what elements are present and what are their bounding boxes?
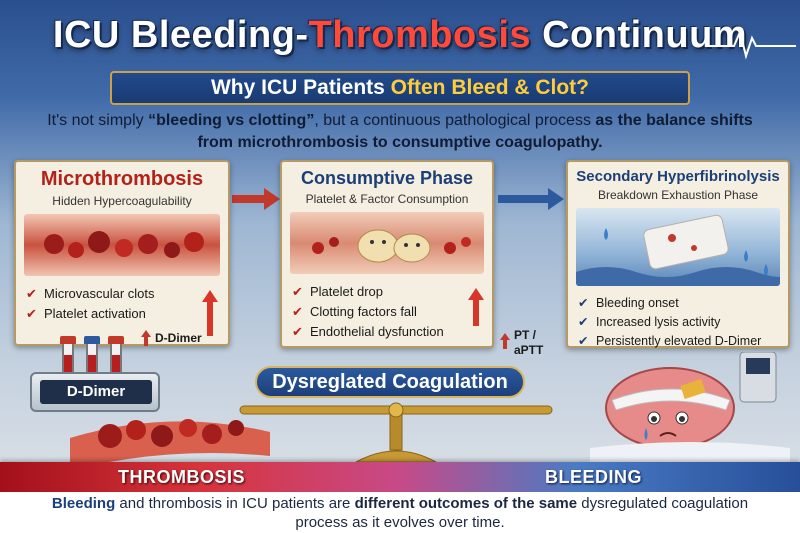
- check-icon: ✔: [578, 315, 589, 329]
- list-item: ✔Increased lysis activity: [578, 313, 788, 332]
- list-item: ✔Clotting factors fall: [292, 302, 492, 322]
- footer-f3: different outcomes of the same: [354, 495, 578, 512]
- footer-f5: process as it evolves over time.: [295, 514, 505, 531]
- d-dimer-marker: D-Dimer: [155, 331, 202, 345]
- pt-aptt-marker: PT / aPTT: [514, 328, 544, 357]
- intro-t4: as the balance shifts: [595, 112, 753, 129]
- panel-title: Consumptive Phase: [300, 168, 474, 188]
- list-item: ✔Platelet drop: [292, 282, 492, 302]
- intro-t5: from microthrombosis to consumptive coag…: [197, 134, 603, 151]
- brain-patient-icon: [590, 352, 790, 462]
- check-icon: ✔: [292, 284, 303, 299]
- list-item: ✔Bleeding onset: [578, 294, 788, 313]
- panel-subtitle: Platelet & Factor Consumption: [305, 192, 469, 206]
- panel-subtitle: Breakdown Exhaustion Phase: [597, 188, 759, 202]
- title-part1: ICU Bleeding-: [52, 14, 309, 56]
- footer-text: Bleeding and thrombosis in ICU patients …: [0, 492, 800, 533]
- banner-part1: Why ICU Patients: [210, 76, 391, 99]
- panel-microthrombosis: Microthrombosis Hidden Hypercoagulabilit…: [14, 160, 230, 346]
- check-icon: ✔: [578, 334, 589, 348]
- bleeding-label: BLEEDING: [545, 467, 643, 487]
- d-dimer-analyzer: D-Dimer: [30, 372, 160, 412]
- arrow-up-icon: [500, 333, 510, 349]
- list-item: ✔Endothelial dysfunction: [292, 322, 492, 342]
- check-icon: ✔: [578, 296, 589, 310]
- arrow-up-icon: [468, 288, 484, 326]
- continuum-bar: [0, 462, 800, 492]
- vessel-clot-illustration: [24, 214, 220, 276]
- footer-f4: dysregulated coagulation: [577, 495, 749, 512]
- balance-scale-icon: [239, 402, 553, 463]
- panel-bullets: ✔Platelet drop ✔Clotting factors fall ✔E…: [292, 282, 492, 342]
- footer-f2: and thrombosis in ICU patients are: [115, 495, 355, 512]
- panel-title: Secondary Hyperfibrinolysis: [576, 168, 780, 185]
- check-icon: ✔: [26, 306, 37, 321]
- list-item: ✔Microvascular clots: [26, 284, 228, 304]
- arrow-up-icon: [141, 330, 151, 346]
- center-label: Dysreglated Coagulation: [255, 366, 525, 398]
- arrow-up-icon: [202, 290, 218, 336]
- intro-text: It's not simply “bleeding vs clotting”, …: [20, 110, 780, 154]
- panel-bullets: ✔Bleeding onset ✔Increased lysis activit…: [578, 294, 788, 351]
- list-item: ✔Persistently elevated D-Dimer: [578, 332, 788, 351]
- clot-vessel-illustration: [70, 419, 270, 466]
- analyzer-screen-label: D-Dimer: [40, 380, 152, 404]
- panel-consumptive-phase: Consumptive Phase Platelet & Factor Cons…: [280, 160, 494, 348]
- fibrin-breakdown-illustration: [576, 208, 780, 286]
- panel-hyperfibrinolysis: Secondary Hyperfibrinolysis Breakdown Ex…: [566, 160, 790, 348]
- panel-bullets: ✔Microvascular clots ✔Platelet activatio…: [26, 284, 228, 324]
- arrow-right-icon: [232, 188, 280, 210]
- intro-t2: “bleeding vs clotting”: [148, 112, 315, 129]
- check-icon: ✔: [26, 286, 37, 301]
- check-icon: ✔: [292, 304, 303, 319]
- thrombosis-label: THROMBOSIS: [118, 467, 246, 487]
- page-title: ICU Bleeding-Thrombosis Continuum: [0, 14, 800, 57]
- platelet-illustration: [290, 212, 484, 274]
- title-highlight: Thrombosis: [308, 14, 532, 56]
- panel-subtitle: Hidden Hypercoagulability: [52, 194, 192, 208]
- arrow-right-icon: [498, 188, 564, 210]
- list-item: ✔Platelet activation: [26, 304, 228, 324]
- check-icon: ✔: [292, 324, 303, 339]
- panel-title: Microthrombosis: [40, 168, 204, 190]
- subtitle-banner: Why ICU Patients Often Bleed & Clot?: [110, 71, 690, 105]
- ekg-line-icon: [706, 28, 796, 60]
- footer-f1: Bleeding: [51, 495, 116, 512]
- banner-highlight: Often Bleed & Clot?: [390, 76, 590, 99]
- intro-t1: It's not simply: [47, 112, 149, 129]
- intro-t3: , but a continuous pathological process: [314, 112, 596, 129]
- title-part3: Continuum: [531, 14, 748, 56]
